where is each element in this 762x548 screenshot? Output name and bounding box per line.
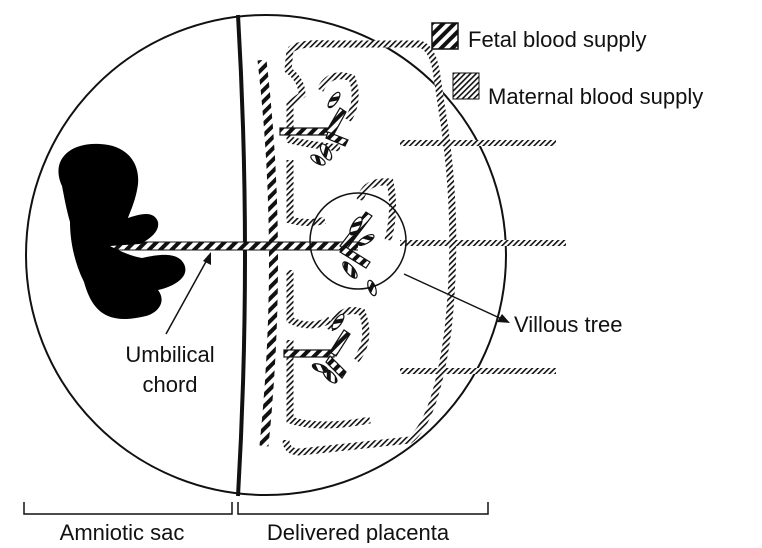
umbilical-label-line1: Umbilical bbox=[125, 342, 214, 367]
maternal-legend-swatch bbox=[453, 73, 479, 99]
fetal-legend-label: Fetal blood supply bbox=[468, 27, 647, 52]
fetal-plate-vessel bbox=[262, 60, 274, 446]
delivered-placenta-label: Delivered placenta bbox=[267, 520, 450, 543]
bottom-brackets bbox=[24, 502, 488, 514]
villous-tree-label: Villous tree bbox=[514, 312, 622, 337]
chorionic-plate bbox=[238, 15, 245, 496]
legend: Fetal blood supply Maternal blood supply bbox=[432, 23, 703, 109]
fetal-legend-swatch bbox=[432, 23, 458, 49]
fetus-silhouette bbox=[58, 144, 185, 319]
villous-highlight-circle bbox=[310, 193, 406, 289]
amniotic-sac-label: Amniotic sac bbox=[60, 520, 185, 543]
umbilical-label-line2: chord bbox=[142, 372, 197, 397]
maternal-legend-label: Maternal blood supply bbox=[488, 84, 703, 109]
